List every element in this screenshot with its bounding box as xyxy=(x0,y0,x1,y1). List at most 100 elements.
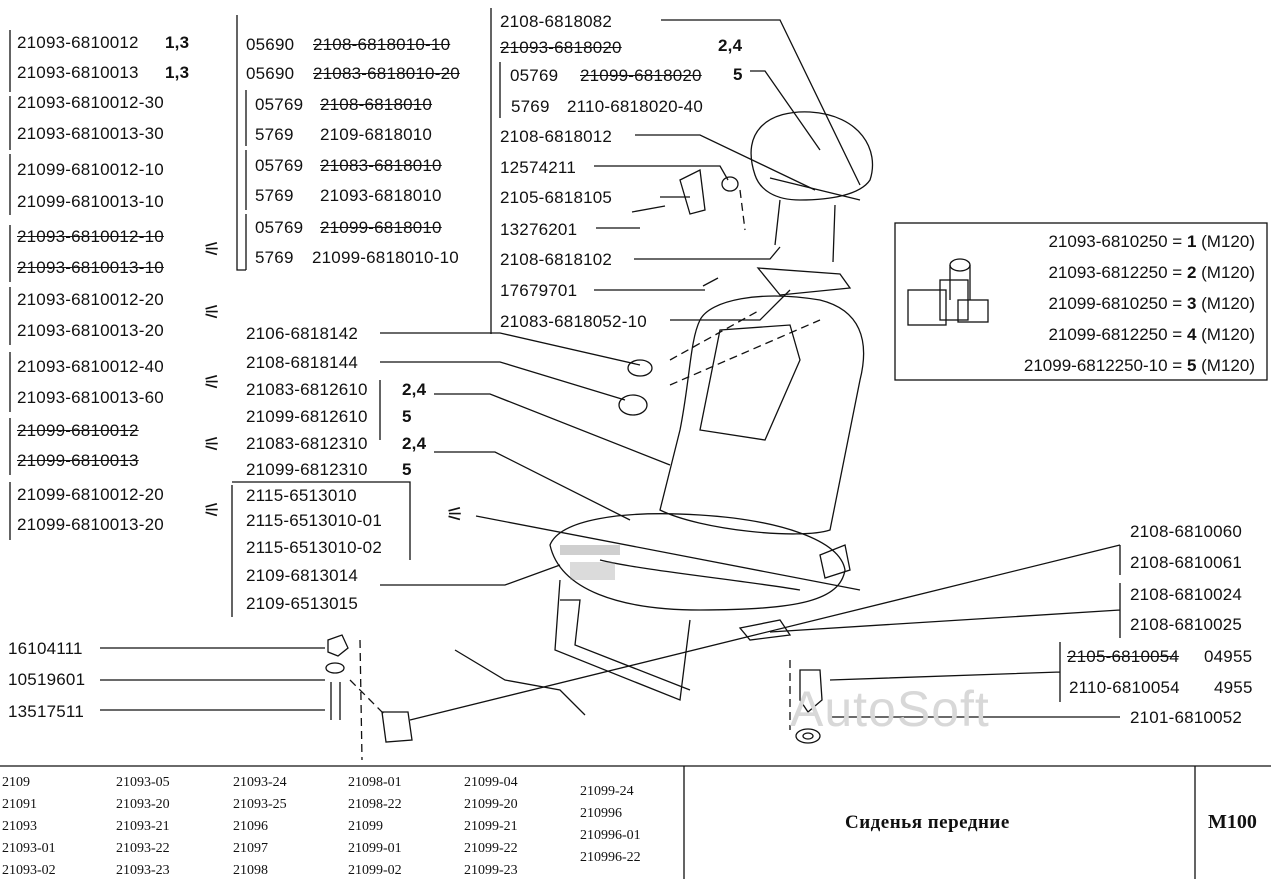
part-number: 2108-6818102 xyxy=(500,250,613,269)
part-number: 21083-6818052-10 xyxy=(500,312,647,331)
part-number: 21093-6818020 xyxy=(500,38,622,57)
prefix-number: 05769 xyxy=(255,218,304,237)
part-number: 21083-6812610 xyxy=(246,380,368,399)
part-number: 2108-6810024 xyxy=(1130,585,1243,604)
headrest-part-number: 2109-6818010 xyxy=(320,125,433,144)
seat-part-number: 21093-6810012-40 xyxy=(17,357,164,376)
headrest-part-number: 2108-6818010 xyxy=(320,95,433,114)
model-mark: 5 xyxy=(733,65,743,84)
legend-index: 3 xyxy=(1186,294,1197,313)
headrest-part-number: 21083-6818010 xyxy=(320,156,442,175)
part-number: 2105-6818105 xyxy=(500,188,613,207)
part-number: 12574211 xyxy=(500,158,576,177)
seat-part-number: 21093-6810013-30 xyxy=(17,124,164,143)
page-title: Сиденья передние xyxy=(845,812,1010,833)
section-code: M100 xyxy=(1208,811,1257,833)
legend-row: 21093-6812250 = 2 (M120) xyxy=(1024,263,1255,294)
legend-index: 5 xyxy=(1186,356,1197,375)
seat-part-number: 21093-6810013-60 xyxy=(17,388,164,407)
legend-row: 21099-6812250 = 4 (M120) xyxy=(1024,325,1255,356)
legend-index: 1 xyxy=(1186,232,1197,251)
headrest-part-number: 21099-6818010-10 xyxy=(312,248,459,267)
seat-heater-icon: ⚟ xyxy=(203,372,221,394)
legend-row: 21099-6812250-10 = 5 (M120) xyxy=(1024,356,1255,387)
seat-heater-icon: ⚟ xyxy=(203,239,221,261)
model-mark: 1,3 xyxy=(165,33,190,52)
headrest-part-number: 21093-6818010 xyxy=(320,186,442,205)
part-number: 2109-6513015 xyxy=(246,594,359,613)
legend-part-number: 21099-6812250 = xyxy=(1048,325,1187,344)
part-number: 17679701 xyxy=(500,281,578,300)
seat-part-number: 21099-6810013-20 xyxy=(17,515,164,534)
part-number: 16104111 xyxy=(8,639,83,658)
part-number: 13517511 xyxy=(8,702,84,721)
legend-index: 4 xyxy=(1186,325,1197,344)
part-number: 21099-6812610 xyxy=(246,407,368,426)
part-number: 2106-6818142 xyxy=(246,324,359,343)
model-mark: 2,4 xyxy=(402,434,427,453)
part-number: 2108-6818144 xyxy=(246,353,359,372)
seat-part-number: 21099-6810013 xyxy=(17,451,139,470)
part-number: 2108-6810061 xyxy=(1130,553,1243,572)
seat-part-number: 21093-6810012-10 xyxy=(17,227,164,246)
part-number: 2108-6818082 xyxy=(500,12,613,31)
seat-part-number: 21093-6810013-20 xyxy=(17,321,164,340)
prefix-number: 5769 xyxy=(255,186,294,205)
seat-part-number: 21093-6810013 xyxy=(17,63,139,82)
legend-part-number: 21099-6810250 = xyxy=(1048,294,1187,313)
seat-heater-icon: ⚟ xyxy=(203,302,221,324)
legend-row: 21093-6810250 = 1 (M120) xyxy=(1024,232,1255,263)
seat-part-number: 21093-6810012 xyxy=(17,33,139,52)
seat-heater-icon: ⚟ xyxy=(203,500,221,522)
seat-part-number: 21099-6810012 xyxy=(17,421,139,440)
part-number: 2115-6513010 xyxy=(246,486,357,505)
legend-index: 2 xyxy=(1186,263,1197,282)
legend-ref: (M120) xyxy=(1196,356,1255,375)
prefix-number: 05690 xyxy=(246,35,295,54)
headrest-part-number: 21099-6818010 xyxy=(320,218,442,237)
model-mark: 5 xyxy=(402,407,412,426)
part-number: 2108-6818012 xyxy=(500,127,613,146)
legend-part-number: 21093-6812250 = xyxy=(1048,263,1187,282)
part-number: 2110-6810054 xyxy=(1069,678,1180,697)
legend-ref: (M120) xyxy=(1196,325,1255,344)
part-number: 21099-6818020 xyxy=(580,66,702,85)
part-number: 2101-6810052 xyxy=(1130,708,1243,727)
model-mark: 1,3 xyxy=(165,63,190,82)
part-number: 2105-6810054 xyxy=(1067,647,1180,666)
suffix-number: 04955 xyxy=(1204,647,1253,666)
seat-part-number: 21099-6810013-10 xyxy=(17,192,164,211)
prefix-number: 5769 xyxy=(511,97,550,116)
part-number: 2115-6513010-02 xyxy=(246,538,382,557)
model-mark: 2,4 xyxy=(718,36,743,55)
part-number: 2109-6813014 xyxy=(246,566,359,585)
seat-part-number: 21093-6810012-30 xyxy=(17,93,164,112)
part-number: 2108-6810060 xyxy=(1130,522,1243,541)
legend-ref: (M120) xyxy=(1196,294,1255,313)
headrest-part-number: 21083-6818010-20 xyxy=(313,64,460,83)
model-mark: 5 xyxy=(402,460,412,479)
kit-legend: 21093-6810250 = 1 (M120) 21093-6812250 =… xyxy=(1024,232,1255,387)
legend-ref: (M120) xyxy=(1196,263,1255,282)
headrest-part-number: 2108-6818010-10 xyxy=(313,35,451,54)
prefix-number: 5769 xyxy=(255,125,294,144)
legend-part-number: 21099-6812250-10 = xyxy=(1023,356,1187,375)
legend-part-number: 21093-6810250 = xyxy=(1048,232,1187,251)
seat-heater-icon: ⚟ xyxy=(446,504,464,526)
part-number: 21083-6812310 xyxy=(246,434,368,453)
legend-row: 21099-6810250 = 3 (M120) xyxy=(1024,294,1255,325)
seat-part-number: 21093-6810013-10 xyxy=(17,258,164,277)
prefix-number: 05769 xyxy=(255,156,304,175)
suffix-number: 4955 xyxy=(1214,678,1253,697)
prefix-number: 5769 xyxy=(255,248,294,267)
prefix-number: 05769 xyxy=(255,95,304,114)
legend-ref: (M120) xyxy=(1196,232,1255,251)
part-number: 21099-6812310 xyxy=(246,460,368,479)
part-number: 13276201 xyxy=(500,220,578,239)
seat-part-number: 21099-6810012-20 xyxy=(17,485,164,504)
